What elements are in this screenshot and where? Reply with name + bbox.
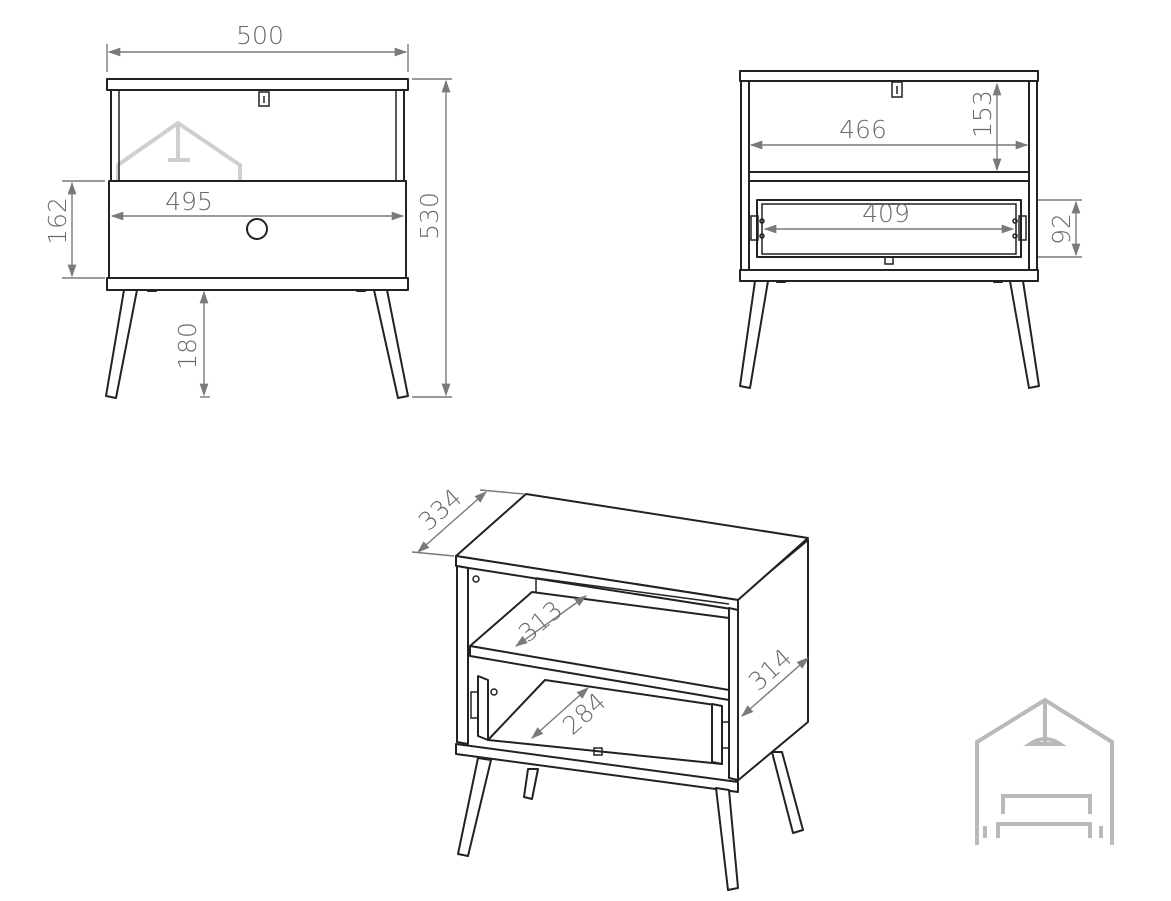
front-view: 500 495 162 530 180 (43, 21, 452, 399)
perspective-view: 334 313 314 284 (411, 483, 809, 891)
dim-leg-height: 180 (173, 322, 202, 370)
dim-drawer-inner-width: 409 (862, 199, 910, 228)
dim-inner-width: 466 (839, 115, 887, 144)
dim-front-width: 500 (236, 21, 284, 50)
dim-shelf-height: 153 (968, 90, 997, 138)
front-open-view: 466 153 409 92 (739, 70, 1082, 389)
dim-drawer-inner-height: 92 (1047, 213, 1076, 245)
dim-depth: 334 (413, 483, 468, 536)
house-sofa-logo-icon (975, 697, 1114, 845)
dim-drawer-width: 495 (165, 187, 213, 216)
dim-total-height: 530 (415, 192, 444, 240)
dim-drawer-height: 162 (43, 197, 72, 245)
